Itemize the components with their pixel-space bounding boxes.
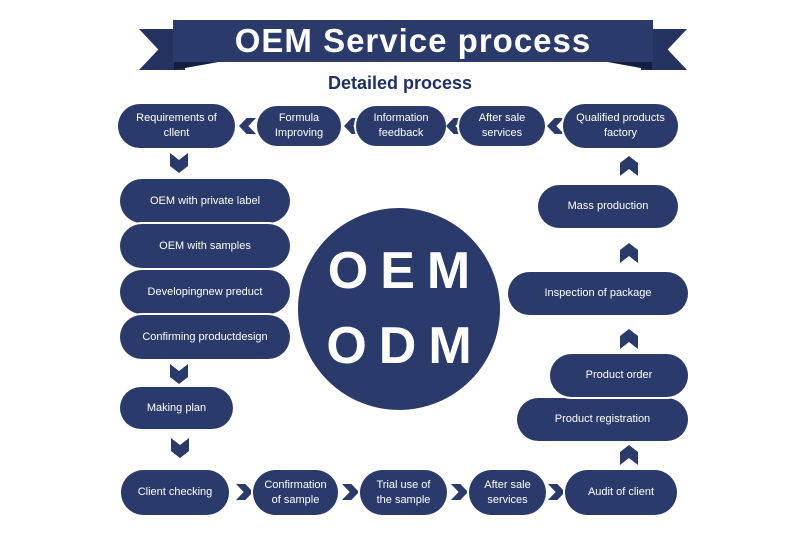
node-developing-new-product: Developingnew preduct: [120, 270, 290, 314]
arrow-down-icon: [170, 153, 188, 173]
arrow-down-icon: [170, 364, 188, 384]
subtitle: Detailed process: [327, 73, 473, 93]
node-formula-improving: Formula Improving: [257, 106, 341, 146]
center-circle-line2: ODM: [326, 317, 484, 375]
arrow-left-icon: [239, 118, 256, 134]
arrow-right-icon: [451, 484, 468, 500]
center-circle-line1: OEM: [327, 242, 483, 300]
page-title: OEM Service process: [234, 22, 592, 59]
arrow-up-icon: [620, 243, 638, 263]
node-mass-production: Mass production: [538, 185, 678, 228]
node-client-checking: Client checking: [121, 470, 229, 515]
node-qualified-products-factory: Qualified products factory: [563, 104, 678, 148]
node-product-registration: Product registration: [517, 398, 688, 441]
arrow-right-icon: [548, 484, 565, 500]
node-audit-of-client: Audit of client: [565, 470, 677, 515]
node-trial-use-of-sample: Trial use of the sample: [360, 470, 447, 515]
ribbon-fold-right: [602, 61, 652, 70]
node-confirming-product-design: Confirming productdesign: [120, 315, 290, 359]
node-inspection-of-package: Inspection of package: [508, 272, 688, 315]
arrow-left-icon: [547, 118, 564, 134]
node-confirmation-of-sample: Confirmation of sample: [253, 470, 338, 515]
node-information-feedback: Information feedback: [356, 106, 446, 146]
node-requirements-of-client: Requirements of cllent: [118, 104, 235, 148]
node-after-sale-services-top: After sale services: [459, 106, 545, 146]
ribbon-fold-left: [174, 61, 224, 70]
node-making-plan: Making plan: [120, 387, 233, 429]
node-product-order: Product order: [550, 354, 688, 397]
arrow-down-icon: [171, 438, 189, 458]
arrow-right-icon: [342, 484, 359, 500]
arrow-right-icon: [236, 484, 253, 500]
arrow-left-icon: [446, 118, 463, 134]
center-circle: OEM ODM: [298, 208, 500, 410]
title-banner: OEM Service process: [173, 20, 653, 62]
node-oem-private-label: OEM with private label: [120, 179, 290, 223]
node-after-sale-services-bottom: After sale services: [469, 470, 546, 515]
arrow-up-icon: [620, 445, 638, 465]
arrow-up-icon: [620, 329, 638, 349]
arrow-up-icon: [620, 156, 638, 176]
node-oem-with-samples: OEM with samples: [120, 224, 290, 268]
